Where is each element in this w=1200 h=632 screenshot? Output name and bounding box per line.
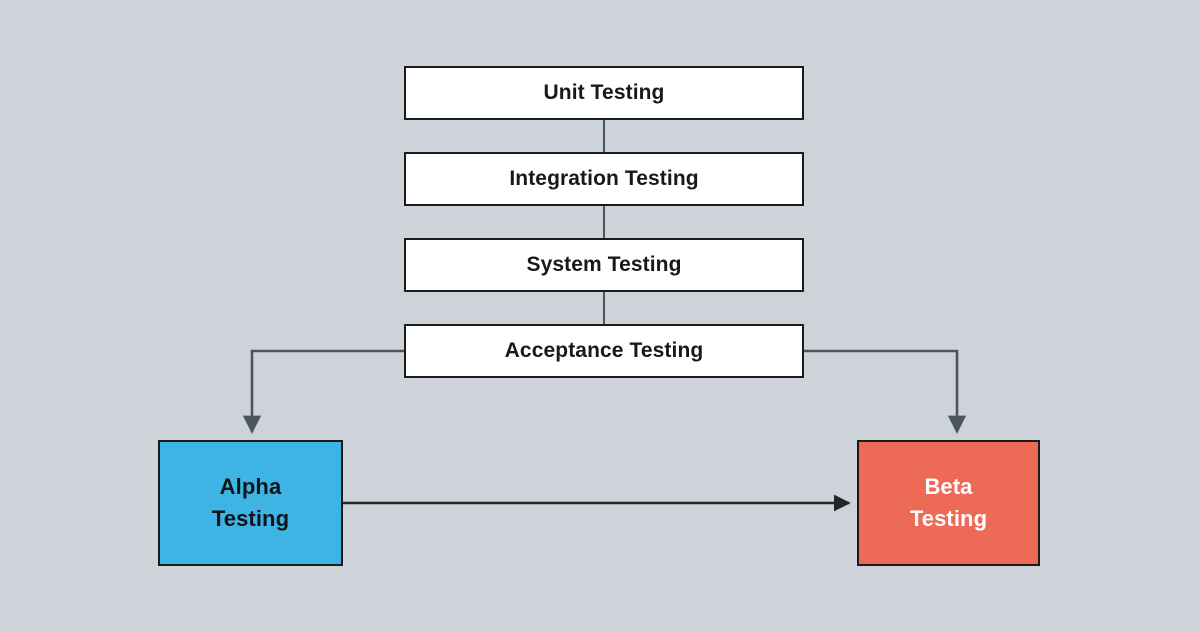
node-alpha-testing-label-line2: Testing [211, 506, 290, 531]
edge-acceptance-to-beta [804, 349, 967, 434]
node-system-testing-label: System Testing [526, 252, 682, 276]
node-integration-testing[interactable]: Integration Testing [404, 152, 804, 206]
node-alpha-testing[interactable]: Alpha Testing [158, 440, 343, 566]
node-unit-testing[interactable]: Unit Testing [404, 66, 804, 120]
edge-acceptance-to-alpha [242, 349, 404, 434]
node-beta-testing[interactable]: Beta Testing [857, 440, 1040, 566]
node-integration-testing-label: Integration Testing [509, 166, 699, 190]
node-acceptance-testing-label: Acceptance Testing [504, 338, 704, 362]
node-alpha-testing-label: Alpha Testing [212, 471, 289, 535]
node-beta-testing-label-line2: Testing [909, 506, 988, 531]
node-beta-testing-label: Beta Testing [910, 471, 987, 535]
node-acceptance-testing[interactable]: Acceptance Testing [404, 324, 804, 378]
node-unit-testing-label: Unit Testing [543, 80, 665, 104]
node-system-testing[interactable]: System Testing [404, 238, 804, 292]
node-beta-testing-label-line1: Beta [924, 474, 973, 500]
node-alpha-testing-label-line1: Alpha [219, 474, 282, 500]
